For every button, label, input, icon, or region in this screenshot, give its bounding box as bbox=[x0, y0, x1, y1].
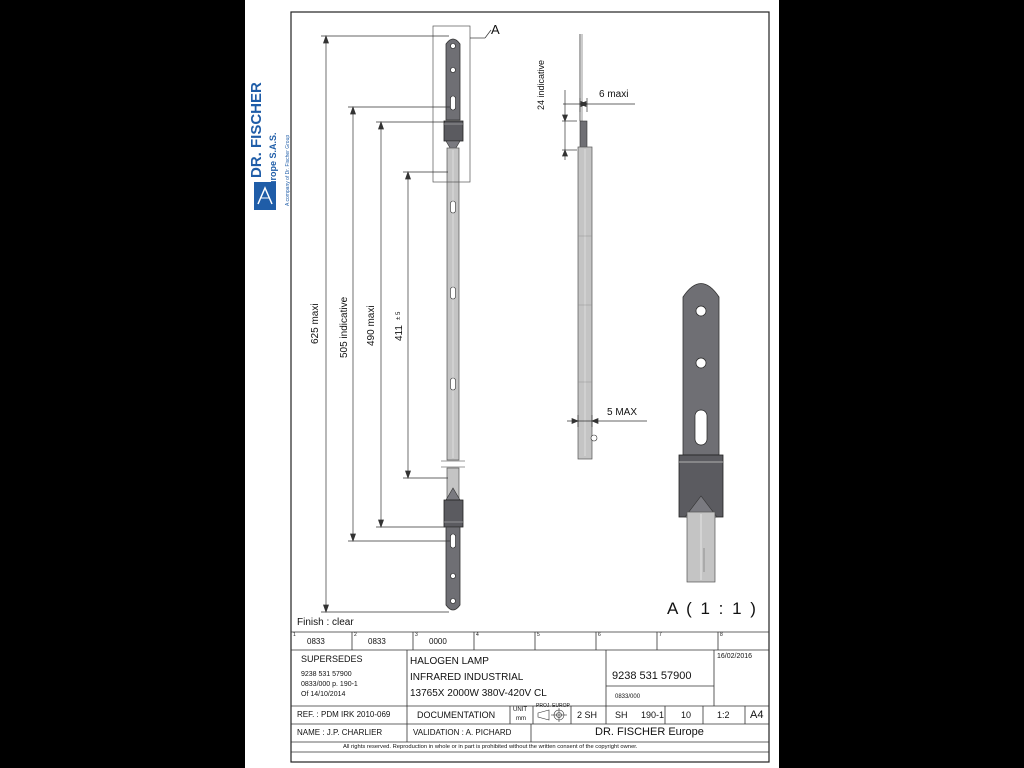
dim-411-tolerance: ± 5 bbox=[396, 311, 402, 320]
sheet-border bbox=[290, 11, 770, 763]
dim-24: 24 indicative bbox=[536, 59, 546, 110]
revision-index: 7 bbox=[659, 632, 662, 638]
revision-index: 8 bbox=[720, 632, 723, 638]
company-name: DR. FISCHER Europe bbox=[595, 726, 704, 738]
brand-logo-icon bbox=[254, 182, 276, 210]
title-line-2: INFRARED INDUSTRIAL bbox=[410, 672, 524, 683]
revision-value: 0833 bbox=[307, 637, 325, 646]
revision-index: 3 bbox=[415, 632, 418, 638]
reference: REF. : PDM IRK 2010-069 bbox=[297, 710, 391, 719]
copyright-notice: All rights reserved. Reproduction in who… bbox=[343, 744, 638, 750]
part-number: 9238 531 57900 bbox=[612, 670, 692, 682]
drawing-date: 16/02/2016 bbox=[717, 653, 753, 660]
drawing-sheet: DR. FISCHER Europe S.A.S. A company of D… bbox=[245, 0, 779, 768]
revision-value: 0000 bbox=[429, 637, 447, 646]
dim-411: 411 bbox=[394, 325, 405, 341]
projection-symbol bbox=[537, 708, 567, 722]
technical-drawing bbox=[290, 11, 770, 763]
sh-value: 190-1 bbox=[641, 710, 665, 720]
detail-marker-label: A bbox=[491, 22, 500, 37]
supersedes-line-2: 0833/000 p. 190-1 bbox=[301, 681, 358, 688]
detail-a-label: A ( 1 : 1 ) bbox=[667, 599, 758, 618]
title-line-1: HALOGEN LAMP bbox=[410, 656, 489, 667]
revision-index: 6 bbox=[598, 632, 601, 638]
supersedes-line-1: 9238 531 57900 bbox=[301, 671, 352, 678]
lamp-side-view bbox=[577, 34, 598, 460]
supersedes-label: SUPERSEDES bbox=[301, 654, 363, 664]
paper-format: A4 bbox=[750, 709, 764, 721]
revision-index: 1 bbox=[293, 632, 296, 638]
dim-5: 5 MAX bbox=[607, 407, 638, 418]
supersedes-line-3: Of 14/10/2014 bbox=[301, 691, 346, 698]
brand-name: DR. FISCHER bbox=[248, 82, 265, 178]
validation: VALIDATION : A. PICHARD bbox=[413, 728, 512, 737]
dim-625: 625 maxi bbox=[310, 303, 321, 344]
sub-reference: 0833/000 bbox=[615, 694, 641, 700]
sheet-count: 2 SH bbox=[577, 710, 598, 720]
drafter-name: NAME : J.P. CHARLIER bbox=[297, 728, 383, 737]
unit-label: UNIT bbox=[513, 707, 527, 713]
dim-505: 505 indicative bbox=[339, 296, 350, 358]
revision-index: 4 bbox=[476, 632, 479, 638]
drawing-scale: 1:2 bbox=[717, 710, 730, 720]
side-dimension-lines bbox=[561, 90, 647, 427]
projection-label: PROJ. EUROP bbox=[536, 703, 570, 709]
brand-tagline: A company of Dr. Fischer Group bbox=[285, 134, 291, 206]
finish-note: Finish : clear bbox=[297, 617, 354, 628]
revision-ten: 10 bbox=[681, 710, 692, 720]
detail-a-view bbox=[678, 283, 724, 583]
revision-value: 0833 bbox=[368, 637, 386, 646]
revision-index: 5 bbox=[537, 632, 540, 638]
title-line-3: 13765X 2000W 380V-420V CL bbox=[410, 688, 547, 699]
revision-index: 2 bbox=[354, 632, 357, 638]
sh-label: SH bbox=[615, 710, 628, 720]
dimension-lines bbox=[321, 34, 450, 614]
title-block bbox=[291, 631, 769, 753]
dim-490: 490 maxi bbox=[366, 305, 377, 346]
lamp-front-view bbox=[432, 25, 492, 611]
documentation-label: DOCUMENTATION bbox=[417, 710, 496, 720]
unit-value: mm bbox=[516, 716, 526, 722]
dim-6: 6 maxi bbox=[599, 89, 629, 100]
